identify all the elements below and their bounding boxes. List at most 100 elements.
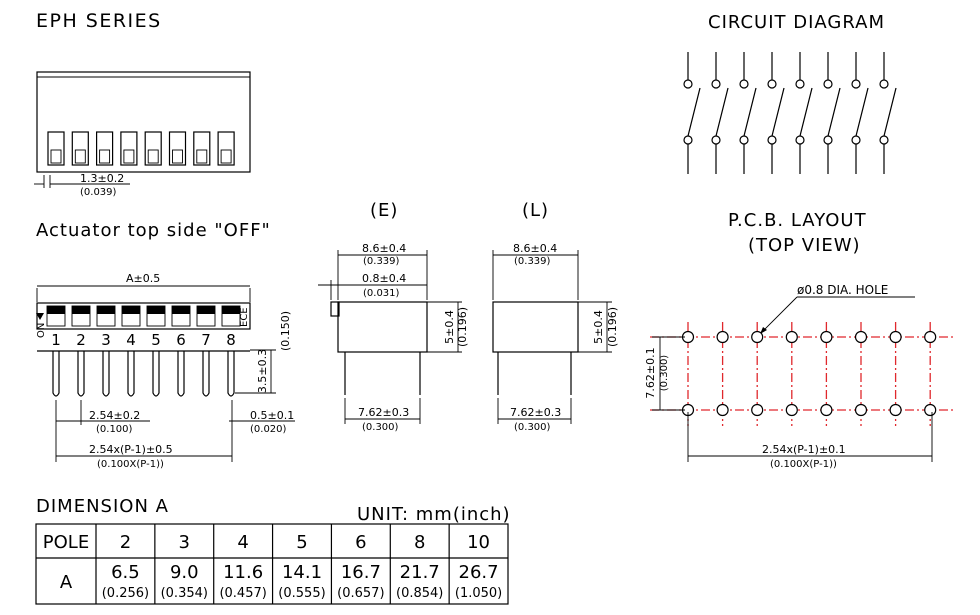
table-mm-6: 16.7 <box>341 562 381 583</box>
view-e-width-dim: 8.6±0.4 <box>362 242 406 255</box>
height-dim-inch: (0.150) <box>279 311 292 351</box>
front-pin-5 <box>152 351 160 397</box>
switch-bottom-contact-1 <box>683 135 693 145</box>
view-l-width-dim: 8.6±0.4 <box>513 242 557 255</box>
switch-top-contact-6 <box>823 79 833 89</box>
switch-lever-2 <box>715 87 729 137</box>
pcb-hole-r1-c4 <box>785 330 798 344</box>
view-e-act-dim: 0.8±0.4 <box>362 272 406 285</box>
position-number-8: 8 <box>226 331 236 349</box>
unit-label: UNIT: mm(inch) <box>357 504 511 525</box>
table-mm-4: 11.6 <box>223 562 263 583</box>
front-actuator-knob-3 <box>97 306 115 314</box>
switch-bottom-contact-6 <box>823 135 833 145</box>
pcb-hole-r2-c4 <box>785 403 798 417</box>
table-columns: 26.5(0.256)39.0(0.354)411.6(0.457)514.1(… <box>102 524 502 604</box>
table-pole-10: 10 <box>467 532 490 553</box>
pcb-hole-r1-c6 <box>854 330 868 344</box>
table-mm-8: 21.7 <box>400 562 440 583</box>
front-view-pins <box>52 351 235 397</box>
pcb-layout: P.C.B. LAYOUT (TOP VIEW) ø0.8 DIA. HOLE … <box>644 210 955 470</box>
table-mm-2: 6.5 <box>111 562 140 583</box>
view-l-row-inch: (0.300) <box>514 422 551 433</box>
dimension-table-title: DIMENSION A <box>36 496 169 517</box>
front-actuator-knob-1 <box>47 306 65 314</box>
pcb-span-dim: 2.54x(P-1)±0.1 <box>762 443 846 456</box>
span-dim: 2.54x(P-1)±0.5 <box>89 443 173 456</box>
side-actuator-3 <box>95 131 114 166</box>
table-inch-5: (0.555) <box>278 586 325 601</box>
switch-top-contact-3 <box>739 79 749 89</box>
table-pole-4: 4 <box>237 532 248 553</box>
side-actuator-knob-1 <box>50 149 62 164</box>
a-dim-label: A±0.5 <box>126 272 160 285</box>
span-dim-inch: (0.100X(P-1)) <box>97 459 164 470</box>
switch-bottom-contact-2 <box>711 135 721 145</box>
table-inch-4: (0.457) <box>219 586 266 601</box>
view-e-height-inch: (0.196) <box>456 307 469 347</box>
front-actuator-knob-2 <box>72 306 90 314</box>
table-pole-6: 6 <box>355 532 366 553</box>
position-number-7: 7 <box>201 331 211 349</box>
switch-bottom-contact-5 <box>795 135 805 145</box>
position-number-6: 6 <box>176 331 186 349</box>
pcb-hole-r1-c5 <box>820 330 833 344</box>
hole-leader-arrow-icon <box>760 327 767 334</box>
side-actuator-knob-5 <box>147 149 159 164</box>
switch-top-contact-7 <box>851 79 861 89</box>
position-number-4: 4 <box>126 331 136 349</box>
pcb-hole-r1-c7 <box>889 330 902 344</box>
view-e-body <box>337 301 428 353</box>
view-e: (E) 8.6±0.4 (0.339) 0.8±0.4 (0.031) 5±0.… <box>318 200 469 433</box>
circuit-diagram-title: CIRCUIT DIAGRAM <box>708 12 885 33</box>
switch-top-contact-5 <box>795 79 805 89</box>
front-actuator-knob-6 <box>172 306 190 314</box>
view-l-label: (L) <box>522 200 549 221</box>
view-e-label: (E) <box>370 200 398 221</box>
hole-leader-line <box>759 296 798 335</box>
table-mm-5: 14.1 <box>282 562 322 583</box>
view-e-width-inch: (0.339) <box>363 256 400 267</box>
view-l-height-dim: 5±0.4 <box>592 310 605 344</box>
position-number-5: 5 <box>151 331 161 349</box>
pcb-hole-r2-c7 <box>889 403 902 417</box>
pitch-dim: 2.54±0.2 <box>89 409 140 422</box>
table-inch-6: (0.657) <box>337 586 384 601</box>
table-inch-3: (0.354) <box>161 586 208 601</box>
front-actuator-knob-5 <box>147 306 165 314</box>
pcb-row-dim: 7.62±0.1 <box>644 347 657 398</box>
pcb-title-line2: (TOP VIEW) <box>748 235 861 256</box>
switch-lever-8 <box>883 87 897 137</box>
side-actuator-4 <box>120 131 138 166</box>
front-pin-1 <box>52 351 60 397</box>
pcb-hole-r1-c2 <box>716 330 729 344</box>
position-number-1: 1 <box>51 331 61 349</box>
switch-lever-5 <box>799 87 813 137</box>
pcb-hole-r1-c3 <box>751 330 764 344</box>
table-mm-3: 9.0 <box>170 562 199 583</box>
side-view-body <box>36 71 251 173</box>
view-l-row-dim: 7.62±0.3 <box>510 406 561 419</box>
pcb-hole-r2-c3 <box>751 403 764 417</box>
front-view-actuators <box>46 305 241 327</box>
front-pin-6 <box>177 351 185 397</box>
dimension-table: DIMENSION A UNIT: mm(inch) 26.5(0.256)39… <box>35 496 511 605</box>
switch-bottom-contact-7 <box>851 135 861 145</box>
pcb-hole-r1-c8 <box>924 330 937 344</box>
side-view-dim: 1.3±0.2 <box>80 172 124 185</box>
pcb-title-line1: P.C.B. LAYOUT <box>728 210 867 231</box>
pcb-hole-r2-c8 <box>924 403 937 417</box>
side-actuator-1 <box>47 131 65 166</box>
table-header-label: POLE <box>43 532 89 553</box>
side-actuator-2 <box>71 131 89 166</box>
table-inch-8: (0.854) <box>396 586 443 601</box>
table-inch-2: (0.256) <box>102 586 149 601</box>
side-actuator-knob-2 <box>74 149 86 164</box>
front-pin-4 <box>127 351 135 397</box>
side-actuator-5 <box>144 131 162 166</box>
pitch-dim-inch: (0.100) <box>96 424 133 435</box>
position-number-2: 2 <box>76 331 86 349</box>
table-pole-3: 3 <box>179 532 190 553</box>
